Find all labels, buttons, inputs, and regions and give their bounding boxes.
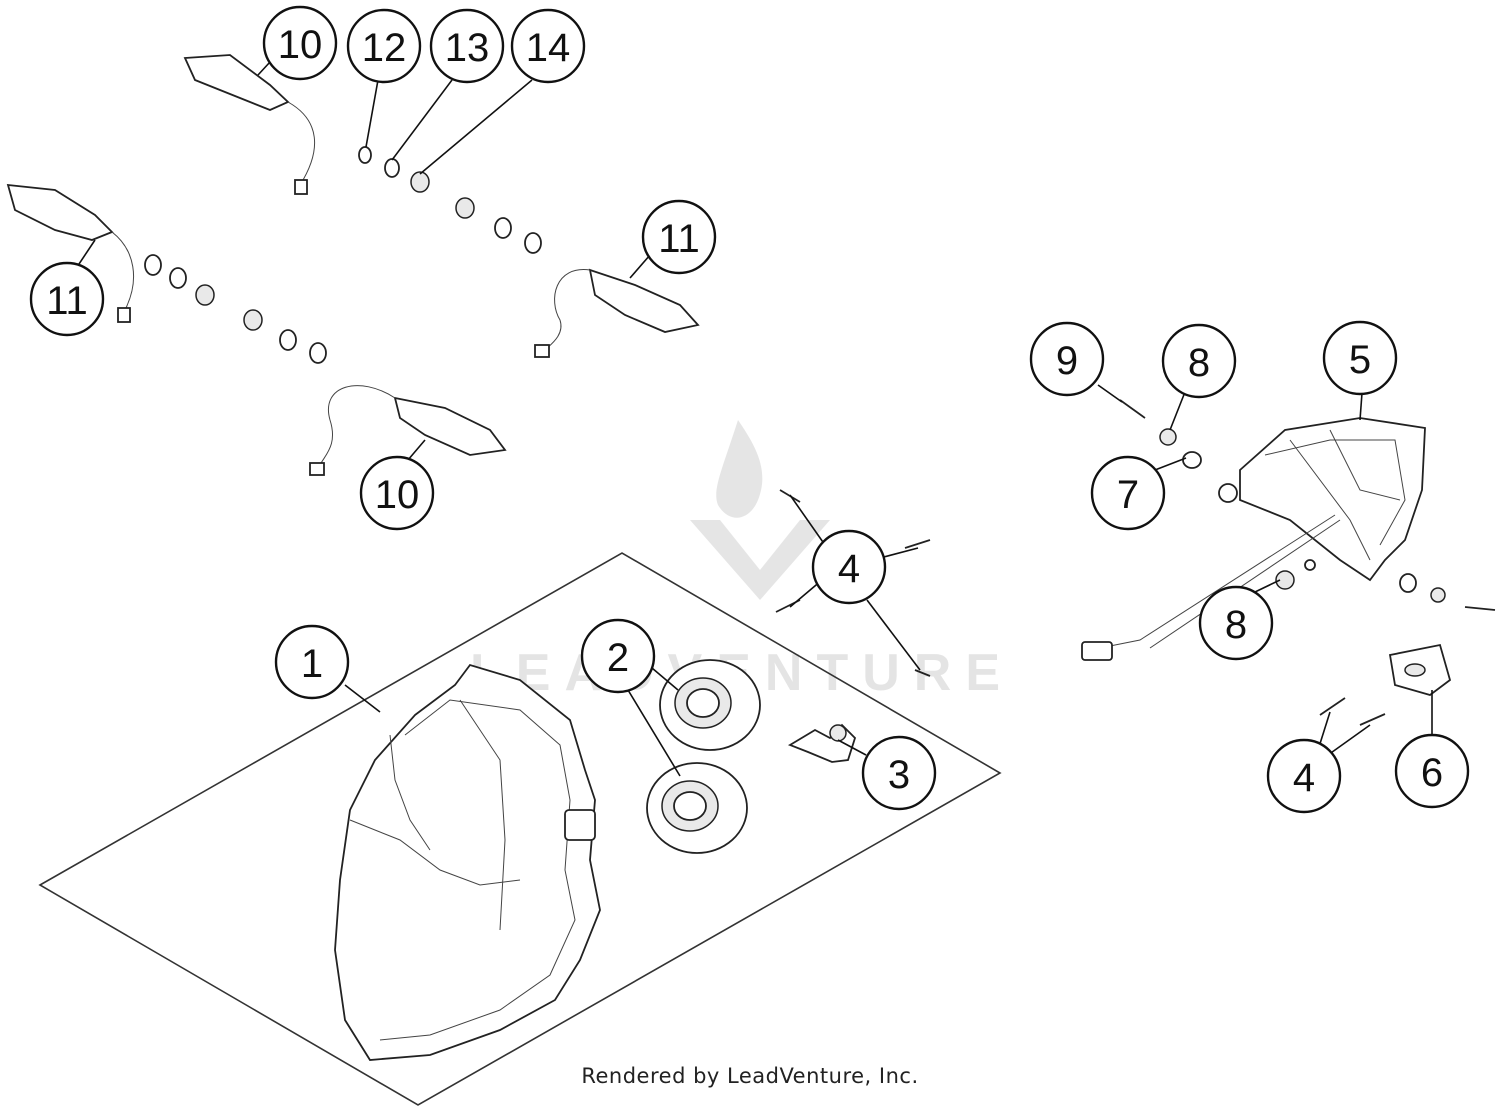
svg-text:12: 12 xyxy=(362,26,407,70)
svg-text:10: 10 xyxy=(278,23,323,67)
watermark-logo: LEADVENTURE xyxy=(470,420,1000,702)
callout-14: 14 xyxy=(510,8,586,84)
svg-text:9: 9 xyxy=(1056,339,1078,383)
svg-text:6: 6 xyxy=(1421,751,1443,795)
callout-5: 5 xyxy=(1322,320,1398,396)
svg-text:1: 1 xyxy=(301,642,323,686)
svg-text:4: 4 xyxy=(838,547,860,591)
callout-12: 12 xyxy=(346,8,422,84)
headlight-bulb xyxy=(787,723,857,763)
svg-text:11: 11 xyxy=(658,217,700,261)
callout-10b: 10 xyxy=(359,455,435,531)
tail-light-housing xyxy=(1081,417,1426,661)
callout-4a: 4 xyxy=(811,529,887,605)
svg-text:7: 7 xyxy=(1117,473,1139,517)
license-bracket xyxy=(1388,643,1452,696)
callout-10a: 10 xyxy=(262,5,338,81)
svg-text:8: 8 xyxy=(1188,341,1210,385)
callout-8b: 8 xyxy=(1198,585,1274,661)
callout-3: 3 xyxy=(861,735,937,811)
callout-7: 7 xyxy=(1090,455,1166,531)
headlight-kit-frame xyxy=(38,552,1002,1106)
callout-8a: 8 xyxy=(1161,323,1237,399)
callout-6: 6 xyxy=(1394,733,1470,809)
callout-11a: 11 xyxy=(29,261,105,337)
svg-text:3: 3 xyxy=(888,753,910,797)
callout-1: 1 xyxy=(274,624,350,700)
small-hardware xyxy=(1119,399,1496,611)
svg-text:2: 2 xyxy=(607,636,629,680)
svg-text:4: 4 xyxy=(1293,756,1315,800)
callout-11b: 11 xyxy=(641,199,717,275)
callout-4b: 4 xyxy=(1266,738,1342,814)
callout-9: 9 xyxy=(1029,321,1105,397)
svg-text:8: 8 xyxy=(1225,603,1247,647)
svg-text:11: 11 xyxy=(46,279,88,323)
turn-signals xyxy=(6,54,700,476)
svg-text:10: 10 xyxy=(375,473,420,517)
rendered-by-credit: Rendered by LeadVenture, Inc. xyxy=(581,1064,919,1088)
callout-2: 2 xyxy=(580,618,656,694)
svg-text:13: 13 xyxy=(445,26,490,70)
svg-text:5: 5 xyxy=(1349,338,1371,382)
reflector-rings xyxy=(646,659,761,854)
headlight-housing xyxy=(334,663,601,1061)
svg-text:14: 14 xyxy=(526,26,571,70)
callout-13: 13 xyxy=(429,8,505,84)
